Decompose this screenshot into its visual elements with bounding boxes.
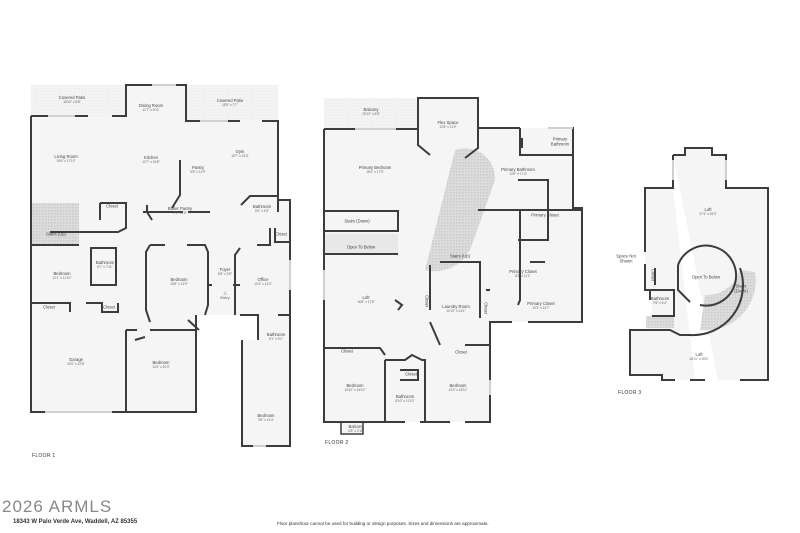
floor-2-label: FLOOR 2 [325,440,349,446]
room-closet-vertical: Closet [483,302,489,314]
property-address: 18343 W Palo Verde Ave, Waddell, AZ 8535… [13,519,138,525]
floor-3-label: FLOOR 3 [618,390,642,396]
entry-arrow-icon: △ [223,290,227,295]
room-closet: Closet [106,203,118,209]
room-closet: Closet [103,304,115,310]
copyright-watermark: 2026 ARMLS [2,497,113,516]
floor-1-windows [45,84,291,447]
room-closet: Closet [43,304,55,310]
room-open-to-below: Open To Below [346,244,376,250]
entry-marker: △Entry [220,290,230,300]
room-closet: Closet [405,371,417,377]
room-closet: Closet [341,348,353,354]
room-open-to-below: Open To Below [691,274,721,280]
room-closet-vertical: Closet [650,269,656,281]
floor-1-plan [30,84,291,447]
room-stairs-down: Stairs (Down) [344,218,370,224]
disclaimer-text: Floor plans/tour cannot be used for buil… [277,521,489,526]
room-primary-closet-a: Primary Closet [531,212,559,218]
room-stairs-down: Stairs (Down) [734,283,748,293]
room-space-not-shown: Space Not Shown [616,253,636,263]
room-stairs-up: Stairs (Up) [449,253,471,259]
room-closet: Closet [275,231,287,237]
room-closet-vertical: Closet [424,295,430,307]
floor-3-plan [629,147,769,381]
floor-1-label: FLOOR 1 [32,453,56,459]
room-stairs-up: Stairs (Up) [45,231,67,237]
room-closet: Closet [455,349,467,355]
room-primary-bathroom-small: Primary Bathroom [550,136,570,146]
floor-2-windows [323,127,573,395]
floor-2-plan [323,97,583,435]
